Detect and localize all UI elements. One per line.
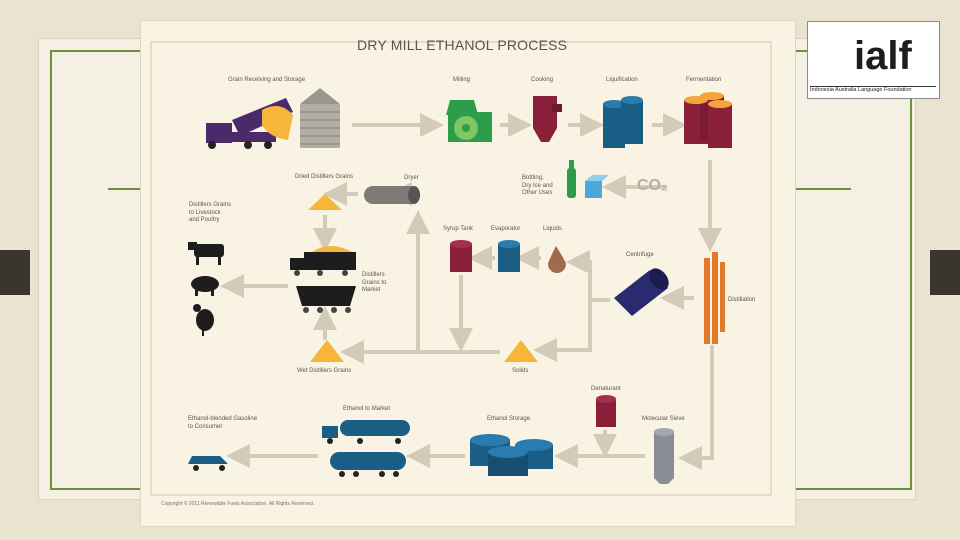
label-wet-grains: Wet Distillers Grains bbox=[297, 368, 351, 376]
cow-icon bbox=[188, 242, 224, 265]
label-dryer: Dryer bbox=[404, 175, 419, 183]
diagram-title: DRY MILL ETHANOL PROCESS bbox=[357, 37, 567, 53]
copyright-text: Copyright © 2011 Renewable Fuels Associa… bbox=[161, 501, 314, 507]
label-dried-grains: Dried Distillers Grains bbox=[295, 174, 353, 182]
cooker-icon bbox=[533, 96, 562, 142]
car-icon bbox=[188, 456, 228, 471]
livestock-icons bbox=[188, 242, 224, 336]
liquids-drop-icon bbox=[548, 246, 566, 273]
label-gasoline: Ethanol-blended Gasoline to Consumer bbox=[188, 416, 257, 431]
syrup-tank-icon bbox=[450, 240, 472, 272]
arrow-to-sieve bbox=[690, 345, 712, 458]
label-ethanol-storage: Ethanol Storage bbox=[487, 416, 530, 424]
pig-icon bbox=[191, 276, 219, 296]
dump-truck-icon bbox=[206, 98, 293, 149]
dried-grains-pile-icon bbox=[308, 194, 342, 210]
label-fermentation: Fermentation bbox=[686, 77, 721, 85]
grain-railcar-icon bbox=[296, 286, 356, 313]
molecular-sieve-icon bbox=[654, 428, 674, 484]
dryer-icon bbox=[364, 186, 420, 204]
label-solids: Solids bbox=[512, 368, 528, 376]
label-grains-market: Distillers Grains to Market bbox=[362, 272, 386, 295]
fermentation-tanks-icon bbox=[684, 92, 732, 148]
label-ethanol-market: Ethanol to Market bbox=[343, 406, 390, 414]
label-distillation: Distillation bbox=[728, 297, 755, 305]
logo-subtext: Indonesia Australia Language Foundation bbox=[810, 86, 936, 93]
label-denaturant: Denaturant bbox=[591, 386, 621, 394]
distillation-columns-icon bbox=[704, 252, 725, 344]
mill-icon bbox=[446, 100, 492, 142]
label-milling: Milling bbox=[453, 77, 470, 85]
tanker-truck-icon bbox=[322, 420, 410, 444]
chicken-icon bbox=[193, 304, 214, 336]
grain-truck-icon bbox=[290, 246, 356, 276]
dry-ice-icon bbox=[585, 175, 609, 198]
bottle-icon bbox=[567, 160, 576, 198]
label-liquification: Liquification bbox=[606, 77, 638, 85]
label-centrifuge: Centrifuge bbox=[626, 252, 654, 260]
label-molecular-sieve: Molecular Sieve bbox=[642, 416, 685, 424]
denaturant-tank-icon bbox=[596, 395, 616, 427]
rail-tank-car-icon bbox=[330, 452, 406, 477]
label-grain-receiving: Grain Receiving and Storage bbox=[228, 77, 305, 85]
arrow-to-solids bbox=[545, 300, 590, 350]
evaporator-icon bbox=[498, 240, 520, 272]
label-bottling: Bottling, Dry Ice and Other Uses bbox=[522, 175, 553, 198]
ialf-logo: ialf Indonesia Australia Language Founda… bbox=[807, 21, 940, 99]
label-cooking: Cooking bbox=[531, 77, 553, 85]
co2-label: CO₂ bbox=[637, 177, 668, 195]
solids-pile-icon bbox=[504, 340, 538, 362]
wet-grains-pile-icon bbox=[310, 340, 344, 362]
logo-text: ialf bbox=[854, 36, 912, 76]
liquification-tanks-icon bbox=[603, 96, 643, 148]
centrifuge-icon bbox=[614, 265, 673, 316]
label-liquids: Liquids bbox=[543, 226, 562, 234]
label-livestock: Distillers Grains to Livestock and Poult… bbox=[189, 202, 231, 225]
grain-silo-icon bbox=[300, 88, 340, 148]
label-syrup-tank: Syrup Tank bbox=[443, 226, 473, 234]
arrow-to-liquids bbox=[578, 262, 610, 300]
label-evaporator: Evaporator bbox=[491, 226, 520, 234]
ethanol-storage-tanks-icon bbox=[470, 434, 553, 476]
